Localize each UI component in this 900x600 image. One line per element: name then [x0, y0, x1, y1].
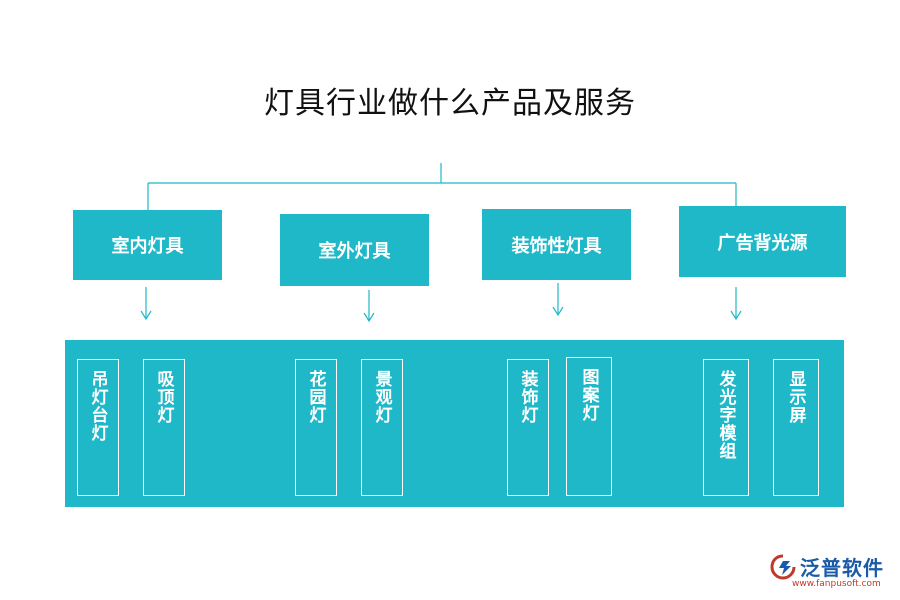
category-advertising-backlight: 广告背光源 [679, 206, 846, 277]
item-label: 景观灯 [371, 370, 392, 424]
category-decorative-lamps: 装饰性灯具 [482, 209, 631, 280]
fanpu-logo-icon [770, 554, 796, 580]
item-label: 图案灯 [578, 368, 599, 422]
item-box: 景观灯 [361, 359, 403, 496]
item-box: 吸顶灯 [143, 359, 185, 496]
item-box: 装饰灯 [507, 359, 549, 496]
item-box: 花园灯 [295, 359, 337, 496]
item-label: 发光字模组 [715, 370, 736, 460]
item-label: 装饰灯 [517, 370, 538, 424]
item-box: 图案灯 [566, 357, 612, 496]
items-band [65, 340, 844, 507]
logo-name: 泛普软件 [800, 556, 884, 580]
brand-logo: 泛普软件 www.fanpusoft.com [770, 552, 895, 596]
item-box: 吊灯台灯 [77, 359, 119, 496]
arrow-head-4 [730, 310, 742, 321]
arrow-head-1 [140, 310, 152, 321]
category-indoor-lamps: 室内灯具 [73, 210, 222, 280]
item-label: 显示屏 [785, 370, 806, 424]
arrow-head-2 [363, 312, 375, 323]
category-outdoor-lamps: 室外灯具 [280, 214, 429, 286]
item-box: 发光字模组 [703, 359, 749, 496]
logo-url: www.fanpusoft.com [792, 579, 881, 589]
arrow-head-3 [552, 306, 564, 317]
item-box: 显示屏 [773, 359, 819, 496]
page-title: 灯具行业做什么产品及服务 [264, 86, 636, 121]
item-label: 吊灯台灯 [87, 370, 108, 442]
item-label: 花园灯 [305, 370, 326, 424]
item-label: 吸顶灯 [153, 370, 174, 424]
